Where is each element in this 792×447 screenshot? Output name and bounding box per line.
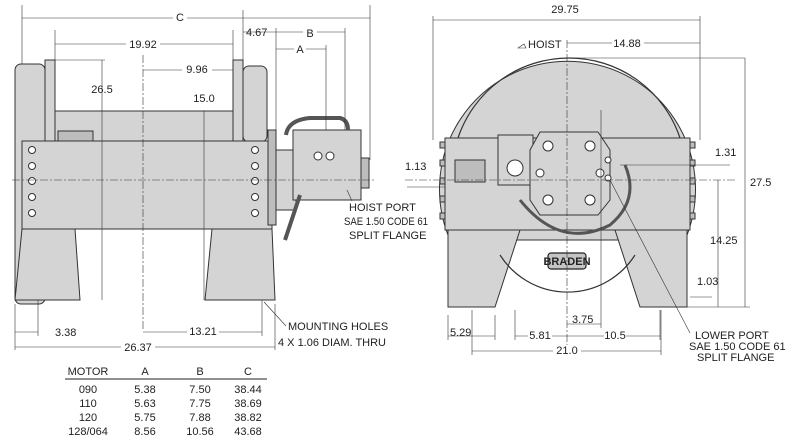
motor-port-fitting — [360, 157, 370, 189]
hose — [284, 116, 350, 136]
end-hose — [518, 164, 632, 235]
side-frame — [21, 140, 273, 230]
dim-1-03-label: 1.03 — [697, 276, 718, 288]
hydraulic-motor — [292, 129, 362, 201]
lower-port-label: LOWER PORT — [695, 330, 769, 342]
dim-14-25-label: 14.25 — [710, 235, 738, 247]
side-dimension-lines — [14, 5, 371, 350]
hoist-label: HOIST — [528, 39, 562, 51]
drum-lower-arc — [499, 254, 636, 293]
end-view: BRADEN 29.75 HOIST 14.88 1.31 1.13 27.5 — [405, 3, 786, 364]
header-motor: MOTOR — [68, 366, 109, 378]
mounting-holes-label: MOUNTING HOLES — [288, 321, 388, 333]
cell-motor: 128/064 — [68, 426, 108, 438]
dim-29-75-label: 29.75 — [551, 4, 579, 16]
mounting-holes-spec: 4 X 1.06 DIAM. THRU — [278, 337, 386, 349]
hoist-port-flange: SPLIT FLANGE — [349, 230, 426, 242]
cell-b: 7.50 — [189, 384, 210, 396]
dim-c-label: C — [176, 12, 184, 24]
cell-motor: 110 — [79, 398, 97, 410]
table-row: 120 5.75 7.88 38.82 — [79, 412, 262, 424]
header-c: C — [244, 366, 252, 378]
left-end-leg — [447, 229, 521, 308]
cell-a: 8.56 — [134, 426, 155, 438]
left-flange-plate — [44, 59, 56, 143]
dim-5-81-label: 5.81 — [529, 330, 550, 342]
table-row: 110 5.63 7.75 38.69 — [79, 398, 262, 410]
right-flange-plate — [232, 59, 244, 143]
cell-c: 38.69 — [234, 398, 262, 410]
dim-3-38-label: 3.38 — [55, 327, 76, 339]
cell-c: 38.44 — [234, 384, 262, 396]
table-header: MOTOR A B C — [68, 366, 252, 378]
dim-19-92-label: 19.92 — [129, 39, 157, 51]
end-frame-bolts — [439, 141, 696, 220]
drum-keyway — [57, 130, 94, 142]
hose-lower — [283, 194, 302, 241]
nameplate — [454, 159, 486, 183]
cell-a: 5.63 — [134, 398, 155, 410]
cell-b: 7.88 — [189, 412, 210, 424]
brake-valve-port — [506, 159, 524, 177]
dim-21-0-label: 21.0 — [556, 345, 577, 357]
cell-c: 38.82 — [234, 412, 262, 424]
dim-3-75-label: 3.75 — [572, 314, 593, 326]
motor-face — [529, 131, 611, 216]
table-row: 090 5.38 7.50 38.44 — [79, 384, 262, 396]
dim-26-37-label: 26.37 — [124, 342, 152, 354]
left-leg — [14, 228, 81, 301]
lower-port-flange: SPLIT FLANGE — [697, 352, 774, 364]
cell-motor: 120 — [79, 412, 97, 424]
motor-fitting-hole — [325, 151, 335, 161]
dim-9-96-label: 9.96 — [186, 64, 207, 76]
dim-26-5-label: 26.5 — [91, 84, 112, 96]
motor-dimension-table: MOTOR A B C 090 5.38 7.50 38.44 110 5.63… — [65, 366, 267, 438]
dim-1-13-label: 1.13 — [405, 161, 426, 173]
dim-15-0-label: 15.0 — [193, 93, 214, 105]
dim-1-31-label: 1.31 — [715, 147, 736, 159]
dim-27-5-label: 27.5 — [750, 177, 771, 189]
lower-port-spec: SAE 1.50 CODE 61 — [689, 341, 786, 353]
dim-10-5-label: 10.5 — [604, 330, 625, 342]
dim-14-88-label: 14.88 — [613, 38, 641, 50]
header-b: B — [196, 366, 203, 378]
right-leg — [204, 228, 276, 301]
cell-c: 43.68 — [234, 426, 262, 438]
dim-b-label: B — [306, 28, 313, 40]
cell-a: 5.38 — [134, 384, 155, 396]
motor-bolts — [535, 140, 612, 206]
motor-adapter — [267, 129, 277, 226]
hoist-port-spec: SAE 1.50 CODE 61 — [344, 216, 428, 228]
hoist-port-label: HOIST PORT — [349, 202, 416, 214]
cell-b: 7.75 — [189, 398, 210, 410]
frame-bolt-holes — [28, 146, 259, 217]
table-row: 128/064 8.56 10.56 43.68 — [68, 426, 262, 438]
dim-5-29-label: 5.29 — [450, 327, 471, 339]
cell-motor: 090 — [79, 384, 97, 396]
cell-a: 5.75 — [134, 412, 155, 424]
side-view: C 19.92 4.67 B A 9.96 26.5 15.0 3.38 13.… — [12, 5, 428, 354]
right-drum-flange — [242, 65, 268, 143]
right-end-leg — [614, 229, 688, 308]
dim-a-label: A — [296, 44, 304, 56]
header-a: A — [141, 366, 149, 378]
motor-fitting-hole — [313, 151, 323, 161]
dim-4-67-label: 4.67 — [246, 27, 267, 39]
dim-13-21-label: 13.21 — [189, 326, 217, 338]
cell-b: 10.56 — [186, 426, 214, 438]
hoist-direction-arrow-icon — [517, 43, 527, 49]
